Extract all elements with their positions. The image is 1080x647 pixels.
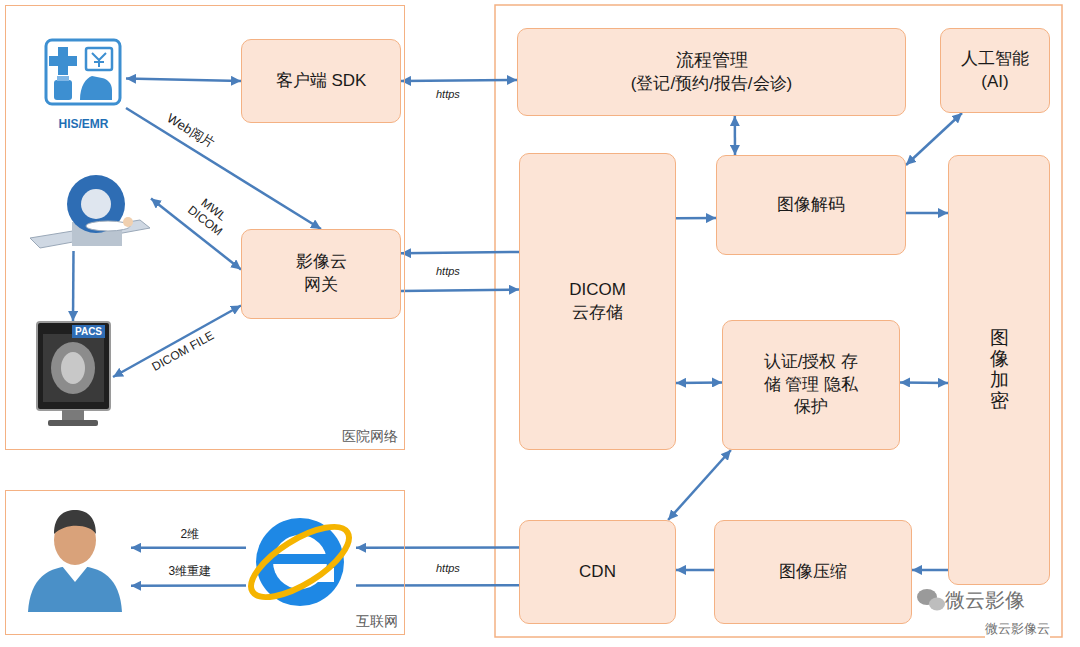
wechat-icon <box>917 589 945 611</box>
network-region: 互联网 <box>5 490 405 635</box>
icon-label: HIS/EMR <box>58 117 108 131</box>
box-text: 人工智能 (AI) <box>955 48 1035 94</box>
device-icon: HIS/EMR <box>41 39 126 131</box>
box-text: 流程管理 <box>676 48 748 72</box>
edge-label: https <box>434 88 462 101</box>
connector <box>113 306 241 378</box>
ct-scanner-icon <box>30 175 150 248</box>
connector <box>668 450 731 520</box>
box-text: 认证/授权 存储 管理 隐私 保护 <box>764 351 859 420</box>
user-figure <box>28 510 122 612</box>
device-icon <box>21 506 131 616</box>
connector <box>676 217 716 220</box>
box-text: DICOM 云存储 <box>563 279 633 325</box>
box-text: 图像解码 <box>777 194 845 217</box>
box-text: (登记/预约/报告/会诊) <box>631 73 793 96</box>
edge-label: Web阅片 <box>162 110 218 153</box>
box-text: 图像加密 <box>990 328 1009 412</box>
edge-label: 3维重建 <box>167 565 214 579</box>
watermark: 微云影像 <box>945 587 1025 614</box>
connector <box>401 80 517 81</box>
connector <box>912 569 948 572</box>
connector <box>72 251 75 321</box>
edge-label: DICOM FILE <box>148 328 218 375</box>
connector <box>900 381 948 384</box>
connector <box>131 547 246 550</box>
connector <box>906 212 948 215</box>
connector <box>401 252 519 253</box>
connector <box>676 569 714 572</box>
edge-label: MWL DICOM <box>181 190 237 243</box>
edge-label: https <box>434 265 462 278</box>
cloud-platform-outline <box>495 5 1062 637</box>
box-text: CDN <box>579 561 616 584</box>
process-box: 图像解码 <box>716 155 906 255</box>
connector <box>131 584 246 587</box>
his-emr-icon <box>46 40 120 104</box>
process-box: 人工智能 (AI) <box>940 28 1050 113</box>
pacs-monitor-icon <box>37 322 110 426</box>
connector <box>401 290 519 292</box>
process-box: 认证/授权 存储 管理 隐私 保护 <box>722 320 900 450</box>
region-label: 互联网 <box>356 613 398 631</box>
device-icon <box>246 511 356 616</box>
box-text: 客户端 SDK <box>276 70 367 93</box>
box-text: 影像云 网关 <box>286 251 356 297</box>
connector <box>734 116 737 155</box>
connector <box>676 381 722 384</box>
browser-logo <box>241 514 359 611</box>
process-box: 客户端 SDK <box>241 39 401 123</box>
process-box: 影像云 网关 <box>241 229 401 319</box>
connector <box>126 79 241 81</box>
device-icon: PACS <box>36 321 113 433</box>
process-box: CDN <box>519 520 676 624</box>
icon-label: PACS <box>72 325 105 338</box>
process-box: DICOM 云存储 <box>519 153 676 450</box>
edge-label: https <box>434 562 462 575</box>
process-box: 图像压缩 <box>714 520 912 624</box>
device-icon <box>26 176 151 251</box>
region-label: 医院网络 <box>342 428 398 446</box>
edge-label: 2维 <box>179 528 202 542</box>
process-box: 图像加密 <box>948 155 1050 585</box>
watermark: 微云影像云 <box>985 620 1050 638</box>
box-text: 图像压缩 <box>779 561 847 584</box>
process-box: 流程管理(登记/预约/报告/会诊) <box>517 28 906 116</box>
